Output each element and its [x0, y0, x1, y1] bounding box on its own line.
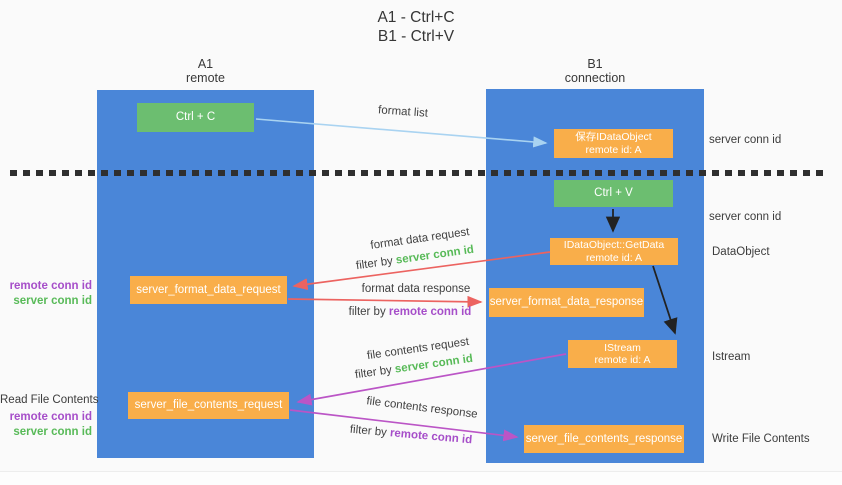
node-server-format-data-request: server_format_data_request — [130, 276, 287, 304]
node-istream: IStream remote id: A — [568, 340, 677, 368]
server-conn-id-label-ctrlv: server conn id — [709, 211, 782, 223]
diagram-title-line1: A1 - Ctrl+C — [377, 9, 455, 26]
server-conn-id-label-top: server conn id — [709, 134, 782, 146]
node-ctrl-c: Ctrl + C — [137, 103, 254, 132]
left-conn-id-labels-format: remote conn id server conn id — [0, 279, 92, 308]
diagram-title-line2: B1 - Ctrl+V — [377, 28, 455, 45]
diagram-title: A1 - Ctrl+C B1 - Ctrl+V — [281, 8, 551, 46]
node-server-file-contents-response-label: server_file_contents_response — [525, 432, 683, 445]
filter-prefix: filter by — [354, 363, 396, 382]
filter-prefix: filter by — [348, 306, 389, 318]
filter-prefix: filter by — [349, 423, 391, 440]
node-idataobject-getdata-line1: IDataObject::GetData — [563, 239, 665, 251]
lifeline-header-a1: A1 remote — [97, 57, 314, 85]
node-idataobject-getdata: IDataObject::GetData remote id: A — [550, 238, 678, 265]
read-file-contents-label: Read File Contents — [0, 394, 99, 406]
node-ctrl-v-label: Ctrl + V — [594, 187, 633, 200]
node-ctrl-c-label: Ctrl + C — [175, 111, 216, 124]
istream-label: Istream — [712, 351, 751, 363]
remote-conn-id-label: remote conn id — [9, 411, 92, 423]
node-server-file-contents-request-label: server_file_contents_request — [134, 399, 283, 412]
server-conn-id-label: server conn id — [13, 425, 92, 438]
node-save-idataobject-line2: remote id: A — [585, 143, 642, 156]
arrow-format-data-response — [287, 295, 483, 308]
node-server-format-data-request-label: server_format_data_request — [136, 283, 281, 296]
lifeline-header-b1: B1 connection — [486, 57, 704, 85]
left-conn-id-labels-file: remote conn id server conn id — [0, 410, 92, 439]
node-server-format-data-response: server_format_data_response — [489, 288, 644, 317]
node-istream-line1: IStream — [604, 341, 641, 354]
label-format-list: format list — [377, 104, 429, 120]
label-filter-by-remote-conn-id-2: filter by remote conn id — [336, 422, 486, 447]
bottom-edge-strip — [0, 471, 842, 485]
node-idataobject-getdata-line2: remote id: A — [585, 251, 643, 264]
node-istream-line2: remote id: A — [594, 354, 651, 366]
label-format-data-response: format data response — [361, 283, 471, 295]
machine-boundary-dotted-line — [10, 170, 826, 176]
lifeline-a1-title: A1 — [197, 57, 214, 71]
lifeline-b1-subtitle: connection — [564, 71, 626, 85]
node-server-file-contents-response: server_file_contents_response — [524, 425, 684, 453]
node-server-format-data-response-label: server_format_data_response — [489, 296, 644, 309]
lifeline-a1-subtitle: remote — [186, 71, 225, 85]
filter-id-remote: remote conn id — [388, 306, 472, 318]
write-file-contents-label: Write File Contents — [712, 433, 810, 445]
filter-prefix: filter by — [355, 254, 397, 273]
filter-id-server: server conn id — [395, 243, 475, 267]
dataobject-label: DataObject — [712, 246, 770, 258]
remote-conn-id-label: remote conn id — [9, 280, 92, 292]
label-file-contents-response: file contents response — [365, 395, 479, 421]
label-filter-by-remote-conn-id-1: filter by remote conn id — [336, 306, 484, 318]
node-save-idataobject-line1: 保存IDataObject — [575, 131, 652, 143]
node-ctrl-v: Ctrl + V — [554, 180, 673, 207]
lifeline-b1-title: B1 — [587, 57, 603, 71]
server-conn-id-label: server conn id — [13, 294, 92, 307]
node-server-file-contents-request: server_file_contents_request — [128, 392, 289, 419]
filter-id-remote: remote conn id — [389, 427, 473, 447]
node-save-idataobject: 保存IDataObject remote id: A — [554, 129, 673, 158]
